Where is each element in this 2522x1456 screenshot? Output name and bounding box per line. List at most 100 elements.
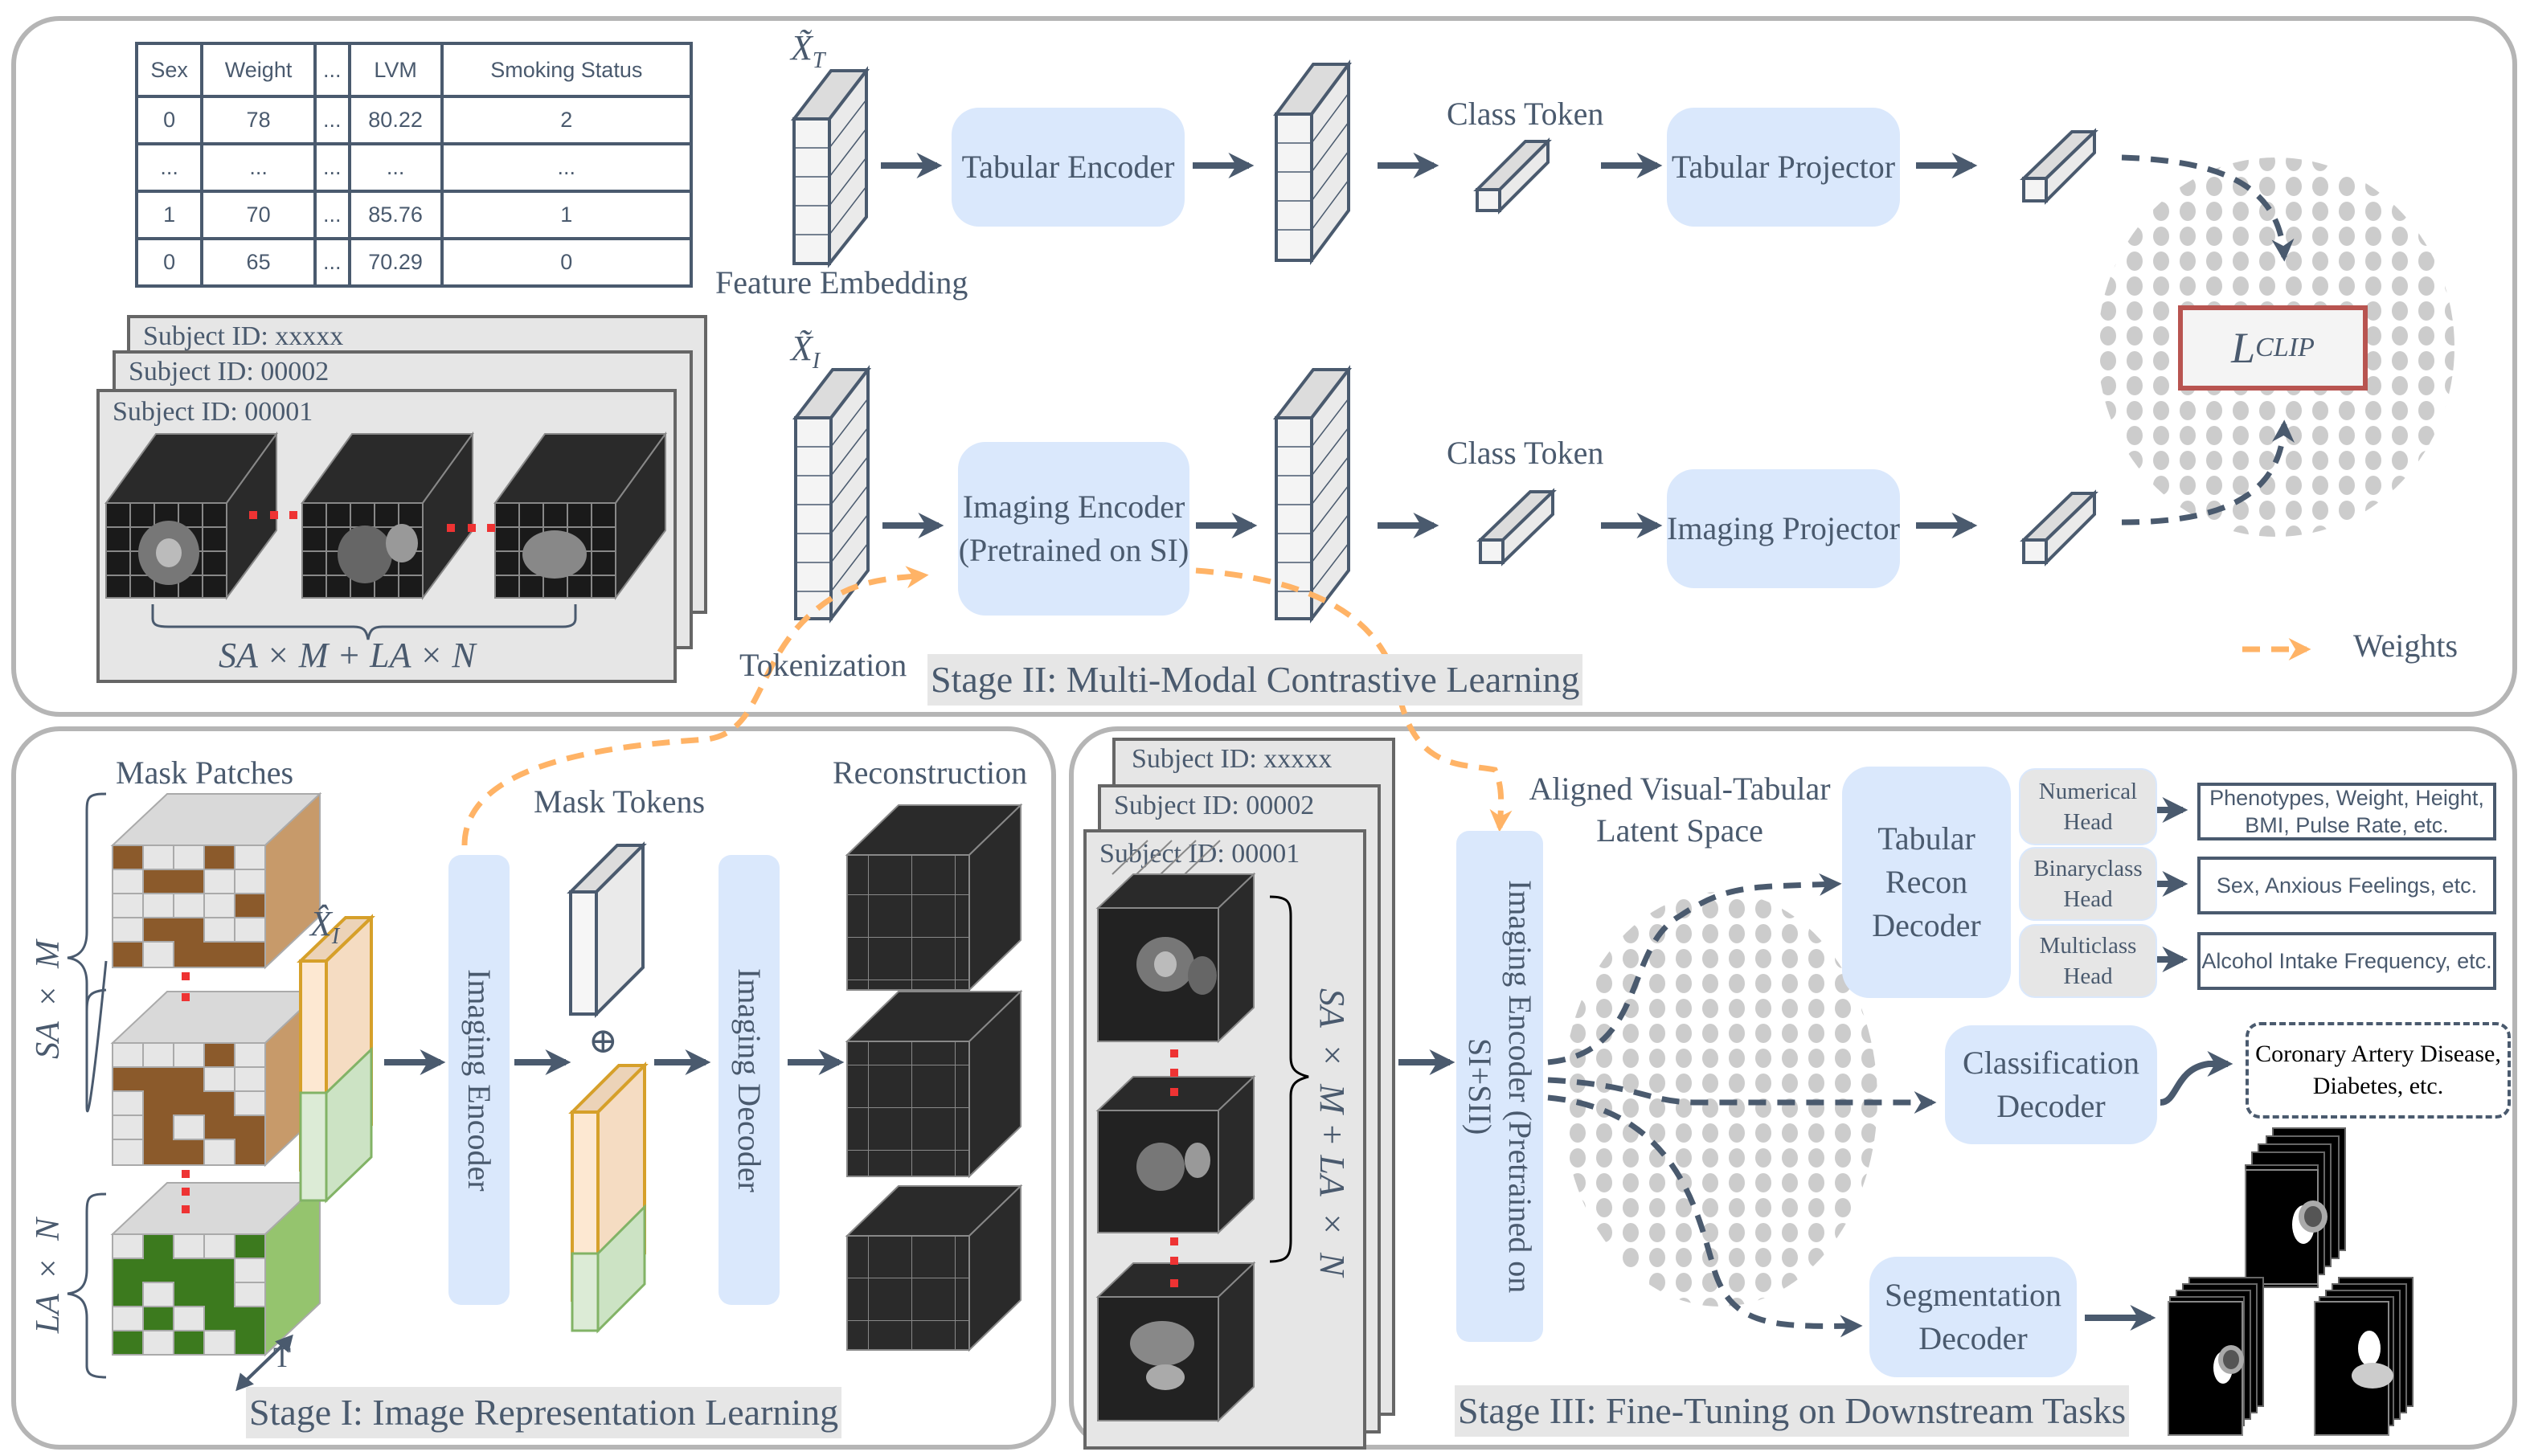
table-cell: 0: [440, 237, 694, 288]
x-imaging-symbol: X̃: [791, 329, 813, 368]
tabular-projector: Tabular Projector: [1667, 108, 1900, 227]
multiclass-head: Multiclass Head: [2019, 924, 2157, 998]
projected-token-imaging: [2020, 489, 2098, 566]
imaging-encoder-stage3: Imaging Encoder (Pretrained on SI+SII): [1456, 831, 1543, 1342]
stage2-title: Stage II: Multi-Modal Contrastive Learni…: [927, 654, 1583, 706]
subject-id-label: Subject ID: xxxxx: [143, 321, 344, 351]
tabular-data-table: Sex Weight ... LVM Smoking Status 0 78 .…: [134, 42, 694, 288]
table-header: Weight: [200, 42, 317, 98]
tokenization-label: Tokenization: [739, 647, 907, 683]
x-tabular-subscript: T: [812, 47, 825, 73]
table-cell: 0: [134, 237, 204, 288]
subject-id-label: Subject ID: 00001: [113, 397, 313, 427]
latent-dot-cloud: [1562, 892, 1877, 1307]
class-token-imaging: [1476, 488, 1557, 566]
table-cell: ...: [134, 142, 204, 193]
mask-token-stack: [567, 841, 647, 1018]
stage3-title: Stage III: Fine-Tuning on Downstream Tas…: [1455, 1385, 2130, 1437]
imaging-projector: Imaging Projector: [1667, 469, 1900, 588]
numerical-output: Phenotypes, Weight, Height, BMI, Pulse R…: [2197, 783, 2496, 840]
concat-symbol: ⊕: [588, 1021, 618, 1061]
stage3-dashed-arrows: [1547, 873, 1937, 1338]
table-cell: 78: [200, 95, 317, 145]
reconstruction-cubes: [845, 803, 1023, 1352]
x-tabular-symbol: X̃: [791, 28, 813, 67]
sa-m-label: SA × M: [30, 940, 67, 1059]
tabular-recon-decoder: Tabular Recon Decoder: [1842, 767, 2011, 998]
table-cell: ...: [313, 190, 351, 240]
table-row: 0 78 ... 80.22 2: [134, 95, 694, 145]
imaging-decoder: Imaging Decoder: [719, 855, 780, 1305]
stack-formula-stage3: SA × M + LA × N: [1312, 988, 1352, 1277]
time-label: T: [273, 1341, 291, 1373]
x-hat-subscript: I: [331, 923, 340, 949]
segmentation-decoder: Segmentation Decoder: [1869, 1257, 2077, 1377]
segmentation-output-stacks: [2168, 1127, 2414, 1436]
imaging-token-stack: [792, 365, 872, 624]
table-cell: ...: [347, 142, 444, 193]
tabular-encoder: Tabular Encoder: [952, 108, 1185, 227]
table-header: Smoking Status: [440, 42, 694, 98]
x-imaging-label: X̃I: [791, 328, 820, 374]
stack-formula-stage2: SA × M + LA × N: [219, 636, 476, 675]
time-axis-arrow: [235, 1334, 293, 1392]
x-hat-label: X̂I: [310, 903, 339, 950]
classification-output: Coronary Artery Disease, Diabetes, etc.: [2246, 1022, 2511, 1119]
table-cell: 2: [440, 95, 694, 145]
table-header: ...: [313, 42, 351, 98]
table-cell: 70: [200, 190, 317, 240]
table-cell: ...: [440, 142, 694, 193]
subject-id-label: Subject ID: 00002: [129, 357, 330, 386]
loss-dashed-arrows: [2121, 154, 2295, 526]
mask-cube-sa-2: [110, 989, 322, 1168]
loss-symbol: L: [2231, 324, 2256, 372]
x-hat-symbol: X̂: [310, 904, 332, 943]
la-n-label: LA × N: [30, 1218, 67, 1334]
classification-decoder: Classification Decoder: [1945, 1025, 2157, 1144]
weights-arrows: [461, 566, 2311, 846]
table-row: 1 70 ... 85.76 1: [134, 190, 694, 240]
subject-id-label: Subject ID: 00002: [1114, 791, 1315, 820]
stage1-title: Stage I: Image Representation Learning: [246, 1387, 842, 1438]
mask-cube-sa-1: [110, 791, 322, 970]
table-header: Sex: [134, 42, 204, 98]
table-row: ... ... ... ... ...: [134, 142, 694, 193]
combined-token-stack: [568, 1061, 649, 1334]
table-cell: 70.29: [347, 237, 444, 288]
tabular-encoded-stack: [1273, 59, 1352, 266]
class-token-label-tabular: Class Token: [1447, 96, 1604, 132]
latent-space-label: Aligned Visual-Tabular Latent Space: [1529, 771, 1831, 849]
x-tabular-label: X̃T: [791, 27, 825, 74]
binaryclass-head: Binaryclass Head: [2019, 847, 2157, 921]
loss-subscript: CLIP: [2255, 333, 2315, 362]
feature-embedding-stack: [790, 66, 870, 268]
imaging-encoder-stage1: Imaging Encoder: [448, 855, 510, 1305]
numerical-head: Numerical Head: [2019, 768, 2157, 845]
segmentation-masks: [2213, 1200, 2393, 1389]
table-cell: 80.22: [347, 95, 444, 145]
reconstruction-label: Reconstruction: [833, 755, 1028, 791]
projected-token-tabular: [2020, 128, 2098, 205]
table-cell: ...: [200, 142, 317, 193]
mask-cube-la: [110, 1180, 322, 1357]
subject-id-label: Subject ID: xxxxx: [1132, 744, 1333, 774]
imaging-encoder-stage2: Imaging Encoder (Pretrained on SI): [958, 442, 1189, 616]
binaryclass-output: Sex, Anxious Feelings, etc.: [2197, 857, 2496, 914]
mask-patches-label: Mask Patches: [116, 755, 294, 791]
stage2-arrows: [881, 153, 1978, 538]
table-cell: 85.76: [347, 190, 444, 240]
table-cell: 1: [440, 190, 694, 240]
table-row: 0 65 ... 70.29 0: [134, 237, 694, 288]
table-cell: ...: [313, 237, 351, 288]
imaging-encoded-stack: [1272, 365, 1353, 624]
x-hat-token-stack: [297, 914, 375, 1204]
table-cell: 1: [134, 190, 204, 240]
legend-weights-label: Weights: [2353, 628, 2459, 664]
x-imaging-subscript: I: [812, 348, 821, 374]
table-cell: 0: [134, 95, 204, 145]
table-cell: ...: [313, 142, 351, 193]
class-token-tabular: [1473, 137, 1552, 215]
class-token-label-imaging: Class Token: [1447, 435, 1604, 471]
subject-id-label: Subject ID: 00001: [1099, 839, 1300, 869]
